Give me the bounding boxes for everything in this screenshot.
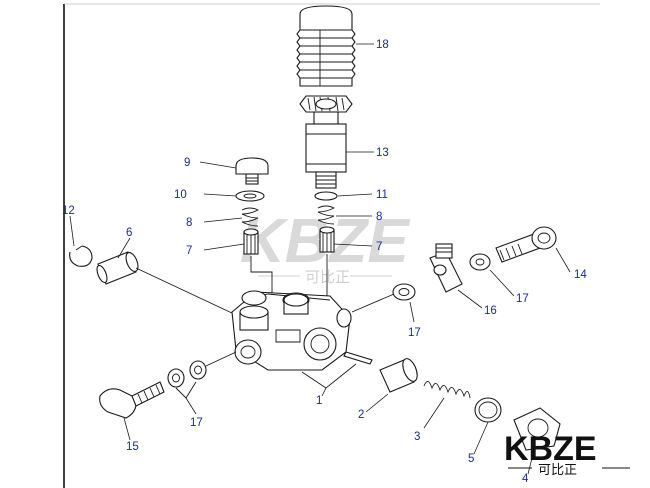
callout-2: 2	[358, 409, 364, 421]
callout-8-left: 8	[186, 217, 192, 229]
part-17-washer-bottom-a	[167, 368, 185, 388]
callout-9: 9	[184, 157, 190, 169]
part-18-bellow-cap	[296, 5, 356, 87]
callout-17-right: 17	[408, 327, 421, 339]
part-15-bolt	[99, 381, 165, 419]
callout-6: 6	[126, 227, 132, 239]
corner-logo-cn: 可比正	[538, 463, 577, 478]
callout-17-bottom: 17	[190, 417, 203, 429]
callout-7-right: 7	[376, 241, 382, 253]
part-13-priming-pump	[299, 95, 353, 189]
callout-18: 18	[376, 39, 389, 51]
part-16-banjo-fitting	[429, 243, 463, 293]
callout-11: 11	[376, 189, 388, 201]
callout-1: 1	[316, 395, 322, 407]
part-8-spring-right	[317, 205, 336, 225]
leader-lines	[69, 43, 571, 475]
callout-5: 5	[468, 453, 474, 465]
corner-logo-brand: KBZE	[504, 430, 597, 468]
callout-15: 15	[126, 441, 139, 453]
callout-10: 10	[174, 189, 187, 201]
watermark-cn-text: 可比正	[305, 268, 350, 286]
part-9-plug-bolt	[235, 157, 269, 185]
callout-16: 16	[484, 305, 497, 317]
corner-logo: KBZE 可比正	[504, 430, 630, 478]
part-12-snap-ring	[69, 245, 93, 267]
part-7-valve-left	[243, 228, 259, 255]
callout-3: 3	[414, 431, 420, 443]
part-17-washer-bottom-b	[189, 360, 207, 380]
part-6-strainer	[96, 251, 139, 285]
callout-13: 13	[376, 147, 389, 159]
part-8-spring-left	[241, 207, 260, 227]
part-3-spring	[423, 381, 471, 399]
part-4-plug	[513, 407, 561, 451]
part-11-washer	[314, 191, 338, 201]
callout-17-top-right: 17	[516, 293, 529, 305]
callout-8-right: 8	[376, 211, 382, 223]
part-17-washer-right	[392, 283, 416, 301]
callout-14: 14	[574, 269, 587, 281]
guide-line-left	[250, 256, 273, 300]
part-7-valve-right	[319, 226, 335, 253]
part-14-banjo-bolt	[495, 226, 557, 263]
part-17-washer-top-right	[469, 253, 491, 271]
guide-line-strainer	[135, 267, 235, 315]
callout-7-left: 7	[186, 245, 192, 257]
callout-4: 4	[522, 473, 529, 485]
part-2-piston	[379, 358, 418, 393]
pump-body	[231, 290, 352, 371]
callout-12: 12	[62, 205, 75, 217]
part-1-pin	[343, 351, 373, 365]
part-10-washer	[235, 190, 265, 202]
